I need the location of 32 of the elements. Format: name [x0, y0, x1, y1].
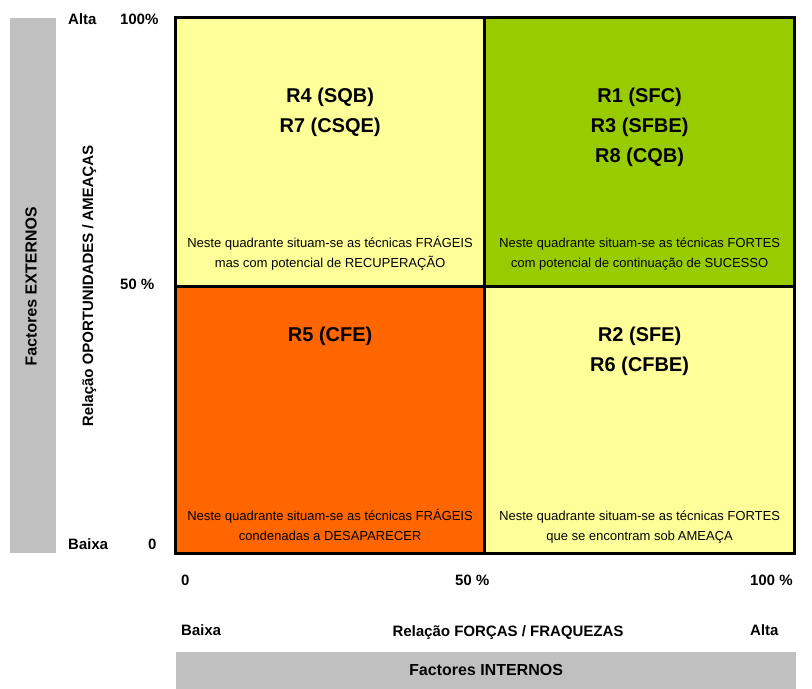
quadrant-heading: R4 (SQB): [286, 84, 374, 109]
quadrant-panel: [483, 285, 796, 555]
quadrant-heading: R5 (CFE): [288, 323, 372, 348]
quadrant-panel: [174, 285, 486, 555]
quadrant-panel: [483, 16, 796, 288]
axis-band: [10, 18, 56, 553]
scale-label: Baixa: [181, 622, 222, 639]
scale-label: Alta: [68, 11, 96, 28]
quadrant-description: Neste quadrante situam-se as técnicas FRÁGEIS mas com potencial de RECUPERAÇÃO: [186, 234, 474, 272]
quadrant-heading: R3 (SFBE): [590, 114, 688, 139]
axis-title: Factores EXTERNOS: [24, 206, 42, 366]
quadrant-description: Neste quadrante situam-se as técnicas FRÁGEIS condenadas a DESAPARECER: [186, 507, 474, 545]
scale-label: Alta: [750, 622, 778, 639]
scale-label: 0: [181, 572, 190, 589]
quadrant-heading: R7 (CSQE): [279, 114, 381, 139]
axis-band: [176, 652, 796, 689]
quadrant-heading: R6 (CFBE): [590, 353, 689, 378]
scale-label: 50 %: [455, 572, 490, 589]
quadrant-heading: R2 (SFE): [598, 323, 682, 348]
scale-label: 50 %: [120, 276, 154, 293]
quadrant-description: Neste quadrante situam-se as técnicas FORTES que se encontram sob AMEAÇA: [498, 507, 781, 545]
quadrant-description: Neste quadrante situam-se as técnicas FORTES com potencial de continuação de SUCESSO: [498, 234, 781, 272]
scale-label: 100 %: [750, 572, 793, 589]
scale-label: 0: [148, 536, 156, 553]
quadrant-panel: [174, 16, 486, 288]
quadrant-heading: R1 (SFC): [597, 84, 682, 109]
axis-title: Factores INTERNOS: [409, 662, 563, 680]
quadrant-heading: R8 (CQB): [595, 144, 684, 169]
scale-label: 100%: [120, 11, 158, 28]
axis-label: Relação OPORTUNIDADES / AMEAÇAS: [80, 144, 97, 426]
axis-label: Relação FORÇAS / FRAQUEZAS: [392, 622, 624, 640]
scale-label: Baixa: [68, 536, 108, 553]
